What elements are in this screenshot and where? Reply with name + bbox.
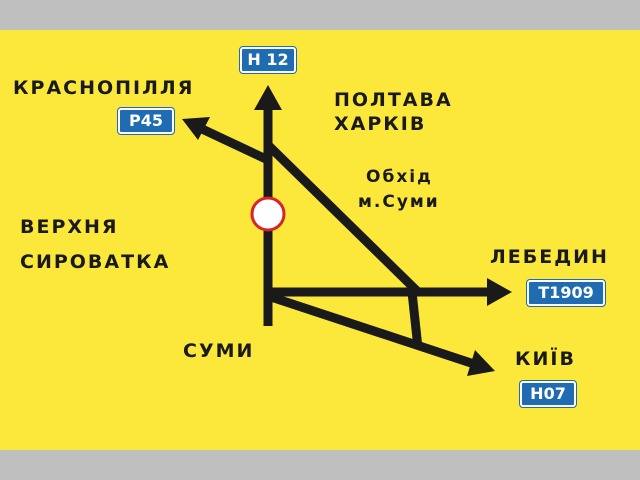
road-diagram xyxy=(182,85,512,376)
arrow-kyiv-icon xyxy=(467,350,495,376)
plate-h12: Н 12 xyxy=(239,46,297,74)
label-m-sumy: м.Суми xyxy=(358,192,440,212)
plate-h07: Н07 xyxy=(519,380,577,408)
arrow-north-icon xyxy=(254,85,282,110)
direction-sign: КРАСНОПІЛЛЯ Р45 Н 12 ПОЛТАВА ХАРКІВ Обхі… xyxy=(0,30,640,450)
bottom-frame xyxy=(0,450,640,480)
plate-t1909: Т1909 xyxy=(526,279,606,307)
plate-p45: Р45 xyxy=(117,107,175,135)
road-krasnopillia xyxy=(198,123,270,165)
label-obkhid: Обхід xyxy=(366,167,433,187)
city-marker-icon xyxy=(250,196,286,232)
road-bypass-connector xyxy=(407,291,423,349)
arrow-lebedyn-icon xyxy=(487,278,512,306)
road-kyiv xyxy=(266,291,476,369)
label-sumy: СУМИ xyxy=(183,340,255,362)
label-syrovatka: СИРОВАТКА xyxy=(20,251,171,273)
label-lebedyn: ЛЕБЕДИН xyxy=(490,246,609,268)
label-krasnopillia: КРАСНОПІЛЛЯ xyxy=(13,77,195,99)
label-kharkiv: ХАРКІВ xyxy=(334,113,427,135)
arrow-krasnopillia-icon xyxy=(182,117,210,140)
label-verkhnia: ВЕРХНЯ xyxy=(20,216,119,238)
label-kyiv: КИЇВ xyxy=(515,348,576,370)
label-poltava: ПОЛТАВА xyxy=(334,89,453,111)
road-bypass xyxy=(264,141,422,296)
